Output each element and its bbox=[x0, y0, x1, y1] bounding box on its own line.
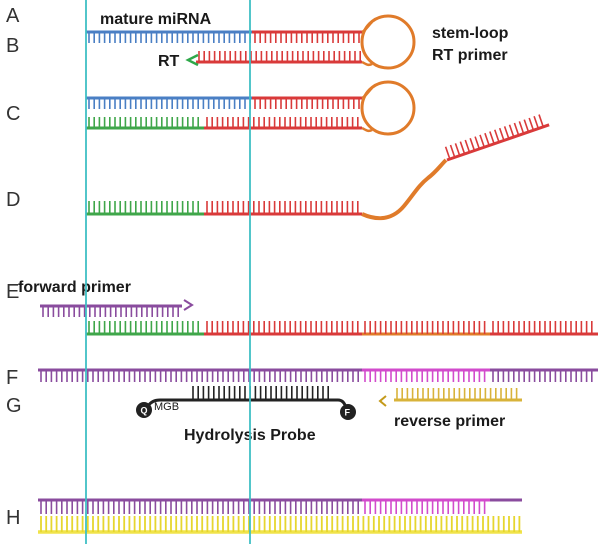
base-tick bbox=[528, 117, 535, 131]
row-letter-h: H bbox=[6, 507, 20, 529]
strand-d-red-tail bbox=[444, 114, 550, 162]
base-tick bbox=[449, 144, 456, 158]
base-tick bbox=[489, 131, 495, 145]
row-letter-g: G bbox=[6, 395, 22, 417]
strand-rt-primer-lower bbox=[196, 51, 362, 64]
forward-arrow-icon bbox=[183, 299, 194, 311]
strand-e-red bbox=[204, 321, 362, 336]
label-mature-mirna: mature miRNA bbox=[100, 11, 212, 28]
forward-primer bbox=[40, 299, 194, 317]
base-tick bbox=[518, 121, 525, 134]
row-letter-b: B bbox=[6, 35, 19, 57]
strand-e-red-tail bbox=[490, 321, 598, 336]
strand-rt-primer-upper bbox=[252, 30, 362, 43]
strand-e-green bbox=[86, 321, 204, 336]
strand-c-green bbox=[86, 117, 204, 130]
label-stem-loop: stem-loop bbox=[432, 25, 509, 42]
base-tick bbox=[503, 126, 510, 139]
strand-mature-mirna bbox=[86, 30, 252, 43]
strand-e-orange bbox=[362, 321, 490, 336]
base-tick bbox=[508, 124, 515, 138]
reverse-primer bbox=[394, 388, 522, 402]
strand-c-blue bbox=[86, 96, 252, 109]
strand-d-red bbox=[204, 201, 362, 216]
label-forward-primer: forward primer bbox=[18, 279, 131, 296]
strand-f-magenta bbox=[362, 368, 490, 382]
base-tick bbox=[459, 141, 466, 155]
base-tick bbox=[513, 122, 520, 136]
label-reverse-primer: reverse primer bbox=[394, 413, 505, 430]
unfolded-loop bbox=[361, 158, 448, 221]
base-tick bbox=[538, 114, 545, 128]
base-tick bbox=[523, 119, 530, 133]
base-tick bbox=[479, 134, 486, 148]
strand-f-purple-tail bbox=[490, 368, 598, 382]
strand-c-red-top bbox=[252, 96, 362, 109]
strand-h-purple bbox=[38, 498, 362, 514]
label-rt: RT bbox=[158, 53, 180, 70]
base-tick bbox=[454, 143, 461, 156]
row-letter-e: E bbox=[6, 281, 19, 303]
base-tick bbox=[484, 132, 490, 146]
row-letter-d: D bbox=[6, 189, 20, 211]
base-tick bbox=[474, 136, 481, 150]
base-tick bbox=[469, 138, 476, 151]
base-tick bbox=[494, 129, 500, 143]
base-tick bbox=[533, 115, 540, 129]
row-letter-c: C bbox=[6, 103, 20, 125]
fluorophore-label: F bbox=[345, 408, 351, 418]
strand-h-magenta bbox=[362, 498, 490, 514]
hydrolysis-probe bbox=[146, 386, 348, 409]
strand-d-green bbox=[86, 201, 204, 216]
row-letter-f: F bbox=[6, 367, 18, 389]
rt-arrow-icon bbox=[185, 53, 199, 67]
quencher-badge: Q bbox=[136, 402, 152, 418]
strand-c-red-bottom bbox=[204, 117, 362, 130]
quencher-label: Q bbox=[141, 406, 148, 416]
strand-f-purple bbox=[38, 368, 362, 382]
reverse-arrow-icon bbox=[378, 395, 387, 407]
strand-h-yellow bbox=[38, 516, 522, 534]
label-rt-primer: RT primer bbox=[432, 47, 508, 64]
base-tick bbox=[498, 127, 505, 141]
stem-loop-a bbox=[360, 14, 416, 70]
stem-loop-c bbox=[360, 80, 416, 136]
fluorophore-badge: F bbox=[340, 404, 356, 420]
label-mgb: MGB bbox=[154, 401, 179, 413]
row-letters: A B C D E F G H bbox=[6, 5, 22, 529]
base-tick bbox=[444, 146, 451, 160]
row-letter-a: A bbox=[6, 5, 20, 27]
base-tick bbox=[464, 139, 471, 153]
